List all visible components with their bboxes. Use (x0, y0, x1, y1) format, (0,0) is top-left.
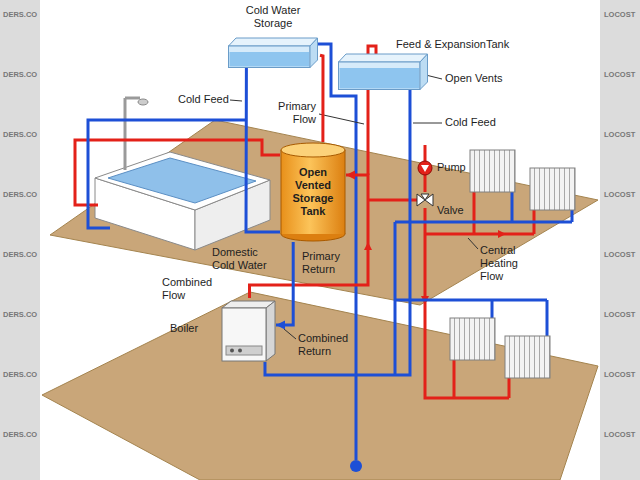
cold-pipe (88, 120, 246, 228)
node-label: Open Vented Storage Tank (288, 166, 338, 218)
upper-floor (50, 120, 598, 305)
watermark: LOCOST (604, 250, 635, 259)
flow-arrow (498, 230, 506, 238)
watermark: DERS.CO (3, 430, 37, 439)
pump-symbol (418, 161, 432, 175)
return-pipe (546, 300, 549, 336)
return-pipe (511, 192, 514, 222)
flow-pipe (425, 208, 509, 398)
bath-water (108, 158, 256, 203)
mains-inlet (350, 460, 362, 472)
pipe-label: Combined Return (298, 332, 354, 358)
watermark: LOCOST (604, 70, 635, 79)
valve-symbol (421, 194, 429, 200)
return-pipe (571, 210, 574, 222)
pipe (246, 68, 280, 232)
pipe-label: Pump (437, 161, 466, 174)
pipe-label: Primary Return (302, 250, 346, 276)
leader-line (413, 123, 442, 124)
panel (40, 0, 600, 480)
boiler: Boiler (170, 298, 276, 362)
hot-pipe (75, 140, 280, 205)
flow-pipe (508, 378, 511, 398)
pipe (276, 242, 293, 325)
pipe-label: Combined Flow (162, 276, 218, 302)
pipe-label: Central Heating Flow (480, 244, 530, 283)
shower-head (138, 99, 148, 105)
pipe-label: Primary Flow (274, 100, 316, 126)
flow-pipe (425, 233, 534, 236)
arrow-head (276, 320, 285, 329)
watermark: LOCOST (604, 190, 635, 199)
radiator (470, 150, 515, 192)
pipe (320, 55, 323, 142)
pipe-label: Cold Feed (178, 93, 229, 106)
watermark: LOCOST (604, 130, 635, 139)
return-pipe (395, 299, 547, 302)
pipe-label: Cold Feed (445, 116, 496, 129)
radiator (530, 168, 575, 210)
watermark: LOCOST (604, 10, 635, 19)
watermark: LOCOST (604, 310, 635, 319)
watermark: LOCOST (604, 370, 635, 379)
storage-cylinder: Open Vented Storage Tank (280, 142, 346, 242)
watermark: DERS.CO (3, 370, 37, 379)
pipe-label: Domestic Cold Water (212, 246, 270, 272)
pump-symbol (421, 165, 429, 172)
leader-line (284, 329, 296, 339)
watermark: DERS.CO (3, 70, 37, 79)
leader-line (319, 114, 364, 124)
shower (125, 97, 140, 100)
arrow-head (346, 171, 355, 180)
leader-line (468, 238, 478, 249)
node-label: Feed & ExpansionTank (396, 38, 509, 51)
watermark: DERS.CO (3, 190, 37, 199)
radiator (505, 336, 550, 378)
bath (95, 152, 270, 210)
pipe (265, 90, 410, 375)
flow-pipe (473, 192, 476, 234)
watermark: DERS.CO (3, 310, 37, 319)
node-label: Boiler (170, 322, 198, 335)
return-pipe (395, 221, 572, 224)
shower (124, 98, 127, 170)
node-label: Cold Water Storage (228, 4, 318, 30)
leader-line (230, 100, 242, 101)
pipe-label: Valve (437, 204, 464, 217)
watermark: LOCOST (604, 430, 635, 439)
watermark: DERS.CO (3, 130, 37, 139)
flow-pipe (453, 360, 456, 398)
lower-floor (42, 292, 598, 480)
radiator (450, 318, 495, 360)
watermark: DERS.CO (3, 10, 37, 19)
return-pipe (491, 300, 494, 318)
watermark: DERS.CO (3, 250, 37, 259)
pipe-label: Open Vents (445, 72, 503, 85)
cold-water-tank: Cold Water Storage (228, 4, 320, 68)
